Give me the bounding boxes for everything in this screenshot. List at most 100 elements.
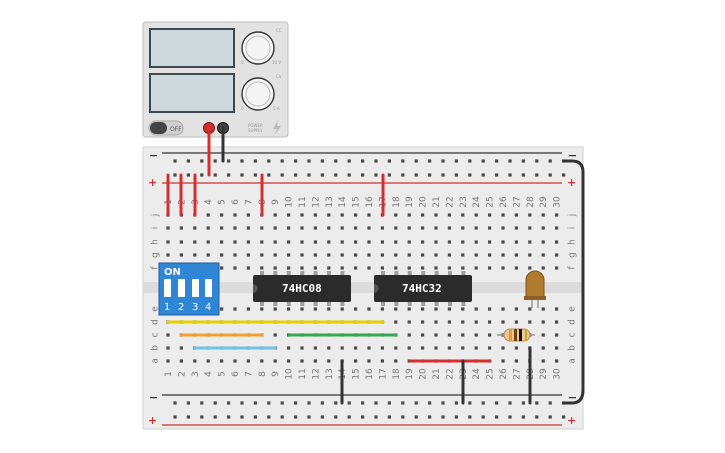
breadboard-hole[interactable] (421, 213, 425, 217)
rail-hole[interactable] (253, 401, 257, 405)
breadboard-hole[interactable] (421, 266, 425, 270)
breadboard-hole[interactable] (166, 253, 170, 257)
breadboard-hole[interactable] (327, 346, 331, 350)
rail-hole[interactable] (495, 159, 499, 163)
breadboard-hole[interactable] (488, 320, 492, 324)
breadboard-hole[interactable] (421, 253, 425, 257)
breadboard-hole[interactable] (421, 226, 425, 230)
breadboard-hole[interactable] (220, 240, 224, 244)
rail-hole[interactable] (468, 415, 472, 419)
breadboard-hole[interactable] (354, 253, 358, 257)
breadboard-hole[interactable] (407, 213, 411, 217)
breadboard-hole[interactable] (421, 240, 425, 244)
breadboard-hole[interactable] (407, 226, 411, 230)
breadboard-hole[interactable] (434, 266, 438, 270)
breadboard-hole[interactable] (541, 346, 545, 350)
breadboard-hole[interactable] (300, 307, 304, 311)
rail-hole[interactable] (481, 415, 485, 419)
breadboard-hole[interactable] (541, 240, 545, 244)
breadboard-hole[interactable] (461, 346, 465, 350)
breadboard-hole[interactable] (501, 226, 505, 230)
breadboard-hole[interactable] (461, 307, 465, 311)
rail-hole[interactable] (320, 159, 324, 163)
breadboard-hole[interactable] (541, 253, 545, 257)
breadboard-hole[interactable] (555, 240, 559, 244)
rail-hole[interactable] (320, 401, 324, 405)
rail-hole[interactable] (267, 415, 271, 419)
breadboard-hole[interactable] (555, 346, 559, 350)
rail-hole[interactable] (294, 415, 298, 419)
rail-hole[interactable] (280, 159, 284, 163)
breadboard-hole[interactable] (367, 226, 371, 230)
rail-hole[interactable] (227, 401, 231, 405)
breadboard-hole[interactable] (313, 226, 317, 230)
breadboard-hole[interactable] (166, 359, 170, 363)
breadboard-hole[interactable] (327, 226, 331, 230)
dip-toggle-4[interactable] (205, 279, 212, 297)
dip-toggle-3[interactable] (192, 279, 199, 297)
rail-hole[interactable] (495, 401, 499, 405)
rail-hole[interactable] (347, 159, 351, 163)
rail-hole[interactable] (454, 159, 458, 163)
dip-switch[interactable]: ON 1 2 3 4 (158, 262, 220, 316)
breadboard-hole[interactable] (327, 213, 331, 217)
breadboard-hole[interactable] (555, 307, 559, 311)
rail-hole[interactable] (240, 401, 244, 405)
breadboard-hole[interactable] (367, 240, 371, 244)
breadboard-hole[interactable] (394, 320, 398, 324)
breadboard-hole[interactable] (555, 253, 559, 257)
breadboard-hole[interactable] (273, 226, 277, 230)
rail-hole[interactable] (508, 401, 512, 405)
breadboard-hole[interactable] (394, 253, 398, 257)
breadboard-hole[interactable] (421, 320, 425, 324)
rail-hole[interactable] (280, 401, 284, 405)
breadboard-hole[interactable] (394, 213, 398, 217)
breadboard-hole[interactable] (367, 213, 371, 217)
breadboard-hole[interactable] (501, 213, 505, 217)
breadboard-hole[interactable] (514, 307, 518, 311)
breadboard-hole[interactable] (501, 359, 505, 363)
breadboard-hole[interactable] (354, 226, 358, 230)
breadboard-hole[interactable] (206, 240, 210, 244)
chip-74hc08[interactable]: 74HC08 (253, 271, 351, 306)
breadboard-hole[interactable] (246, 307, 250, 311)
breadboard-hole[interactable] (233, 307, 237, 311)
rail-hole[interactable] (227, 173, 231, 177)
breadboard-hole[interactable] (300, 253, 304, 257)
rail-hole[interactable] (334, 415, 338, 419)
breadboard-hole[interactable] (514, 359, 518, 363)
rail-hole[interactable] (535, 159, 539, 163)
breadboard-hole[interactable] (340, 240, 344, 244)
breadboard-hole[interactable] (166, 240, 170, 244)
breadboard-hole[interactable] (300, 359, 304, 363)
rail-hole[interactable] (200, 415, 204, 419)
breadboard-hole[interactable] (434, 213, 438, 217)
rail-hole[interactable] (307, 415, 311, 419)
breadboard-hole[interactable] (260, 359, 264, 363)
breadboard-hole[interactable] (287, 346, 291, 350)
breadboard-hole[interactable] (313, 253, 317, 257)
breadboard-hole[interactable] (447, 226, 451, 230)
breadboard-hole[interactable] (514, 266, 518, 270)
breadboard-hole[interactable] (327, 307, 331, 311)
breadboard-hole[interactable] (528, 253, 532, 257)
rail-hole[interactable] (200, 159, 204, 163)
breadboard-hole[interactable] (461, 226, 465, 230)
rail-hole[interactable] (267, 401, 271, 405)
breadboard-hole[interactable] (313, 307, 317, 311)
rail-hole[interactable] (374, 173, 378, 177)
breadboard-hole[interactable] (407, 320, 411, 324)
breadboard-hole[interactable] (340, 226, 344, 230)
breadboard-hole[interactable] (193, 240, 197, 244)
breadboard-hole[interactable] (206, 226, 210, 230)
breadboard-hole[interactable] (273, 240, 277, 244)
breadboard-hole[interactable] (220, 253, 224, 257)
breadboard-hole[interactable] (421, 333, 425, 337)
breadboard-hole[interactable] (514, 226, 518, 230)
breadboard-hole[interactable] (461, 266, 465, 270)
rail-hole[interactable] (253, 173, 257, 177)
power-supply[interactable]: 0 10 V CC 0 5 A CV OFF POWER SUPPLY (142, 21, 289, 138)
breadboard-hole[interactable] (447, 307, 451, 311)
rail-hole[interactable] (414, 173, 418, 177)
